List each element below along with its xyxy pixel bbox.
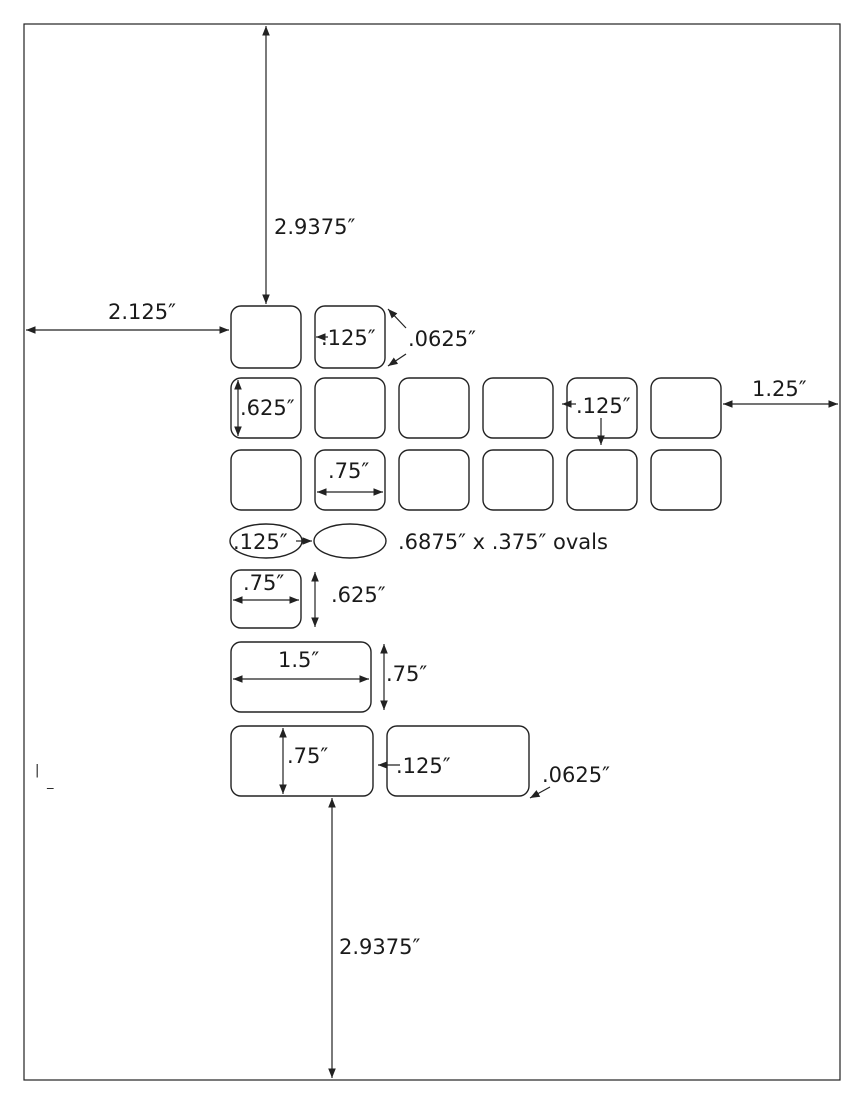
label-r3-c1	[230, 449, 302, 511]
label-large-1	[230, 725, 374, 797]
dim-left-margin: 2.125″	[108, 300, 176, 324]
dim-big-gap: .125″	[396, 754, 451, 778]
label-r3-c6	[650, 449, 722, 511]
dim-wide-height: .75″	[386, 662, 427, 686]
dim-small-height: .625″	[331, 583, 386, 607]
label-r2-c4	[482, 377, 554, 439]
label-r2-c1	[230, 377, 302, 439]
oval-label-2	[313, 523, 387, 559]
label-r1-c1	[230, 305, 302, 369]
dim-line-corner-radius-b	[387, 353, 407, 367]
label-r2-c6	[650, 377, 722, 439]
label-r3-c5	[566, 449, 638, 511]
dim-top-margin: 2.9375″	[274, 215, 355, 239]
label-large-2	[386, 725, 530, 797]
label-r3-c3	[398, 449, 470, 511]
dim-line-corner-radius-a	[387, 308, 407, 329]
label-small	[230, 569, 302, 629]
page-border	[23, 23, 841, 1081]
dim-bottom-margin: 2.9375″	[339, 935, 420, 959]
dim-h-gap: .125″	[321, 326, 376, 350]
dim-wide-width: 1.5″	[278, 648, 319, 672]
dim-corner-radius: .0625″	[408, 327, 476, 351]
dim-small-width: .75″	[243, 571, 284, 595]
dim-right-margin: 1.25″	[752, 377, 807, 401]
dim-label-height: .625″	[240, 396, 295, 420]
label-wide	[230, 641, 372, 713]
dim-big-corner: .0625″	[542, 763, 610, 787]
oval-caption: .6875″ x .375″ ovals	[398, 530, 608, 554]
label-r3-c4	[482, 449, 554, 511]
label-r2-c2	[314, 377, 386, 439]
corner-mark-tick: |	[35, 763, 39, 778]
label-r2-c3	[398, 377, 470, 439]
corner-mark-underscore: _	[46, 775, 54, 790]
dim-tall-height: .75″	[287, 744, 328, 768]
label-r3-c2	[314, 449, 386, 511]
label-r1-c2	[314, 305, 386, 369]
dim-line-big-corner	[529, 786, 551, 799]
dim-oval-gap: .125″	[233, 530, 288, 554]
dim-v-gap: .125″	[576, 394, 631, 418]
dim-label-width: .75″	[328, 459, 369, 483]
